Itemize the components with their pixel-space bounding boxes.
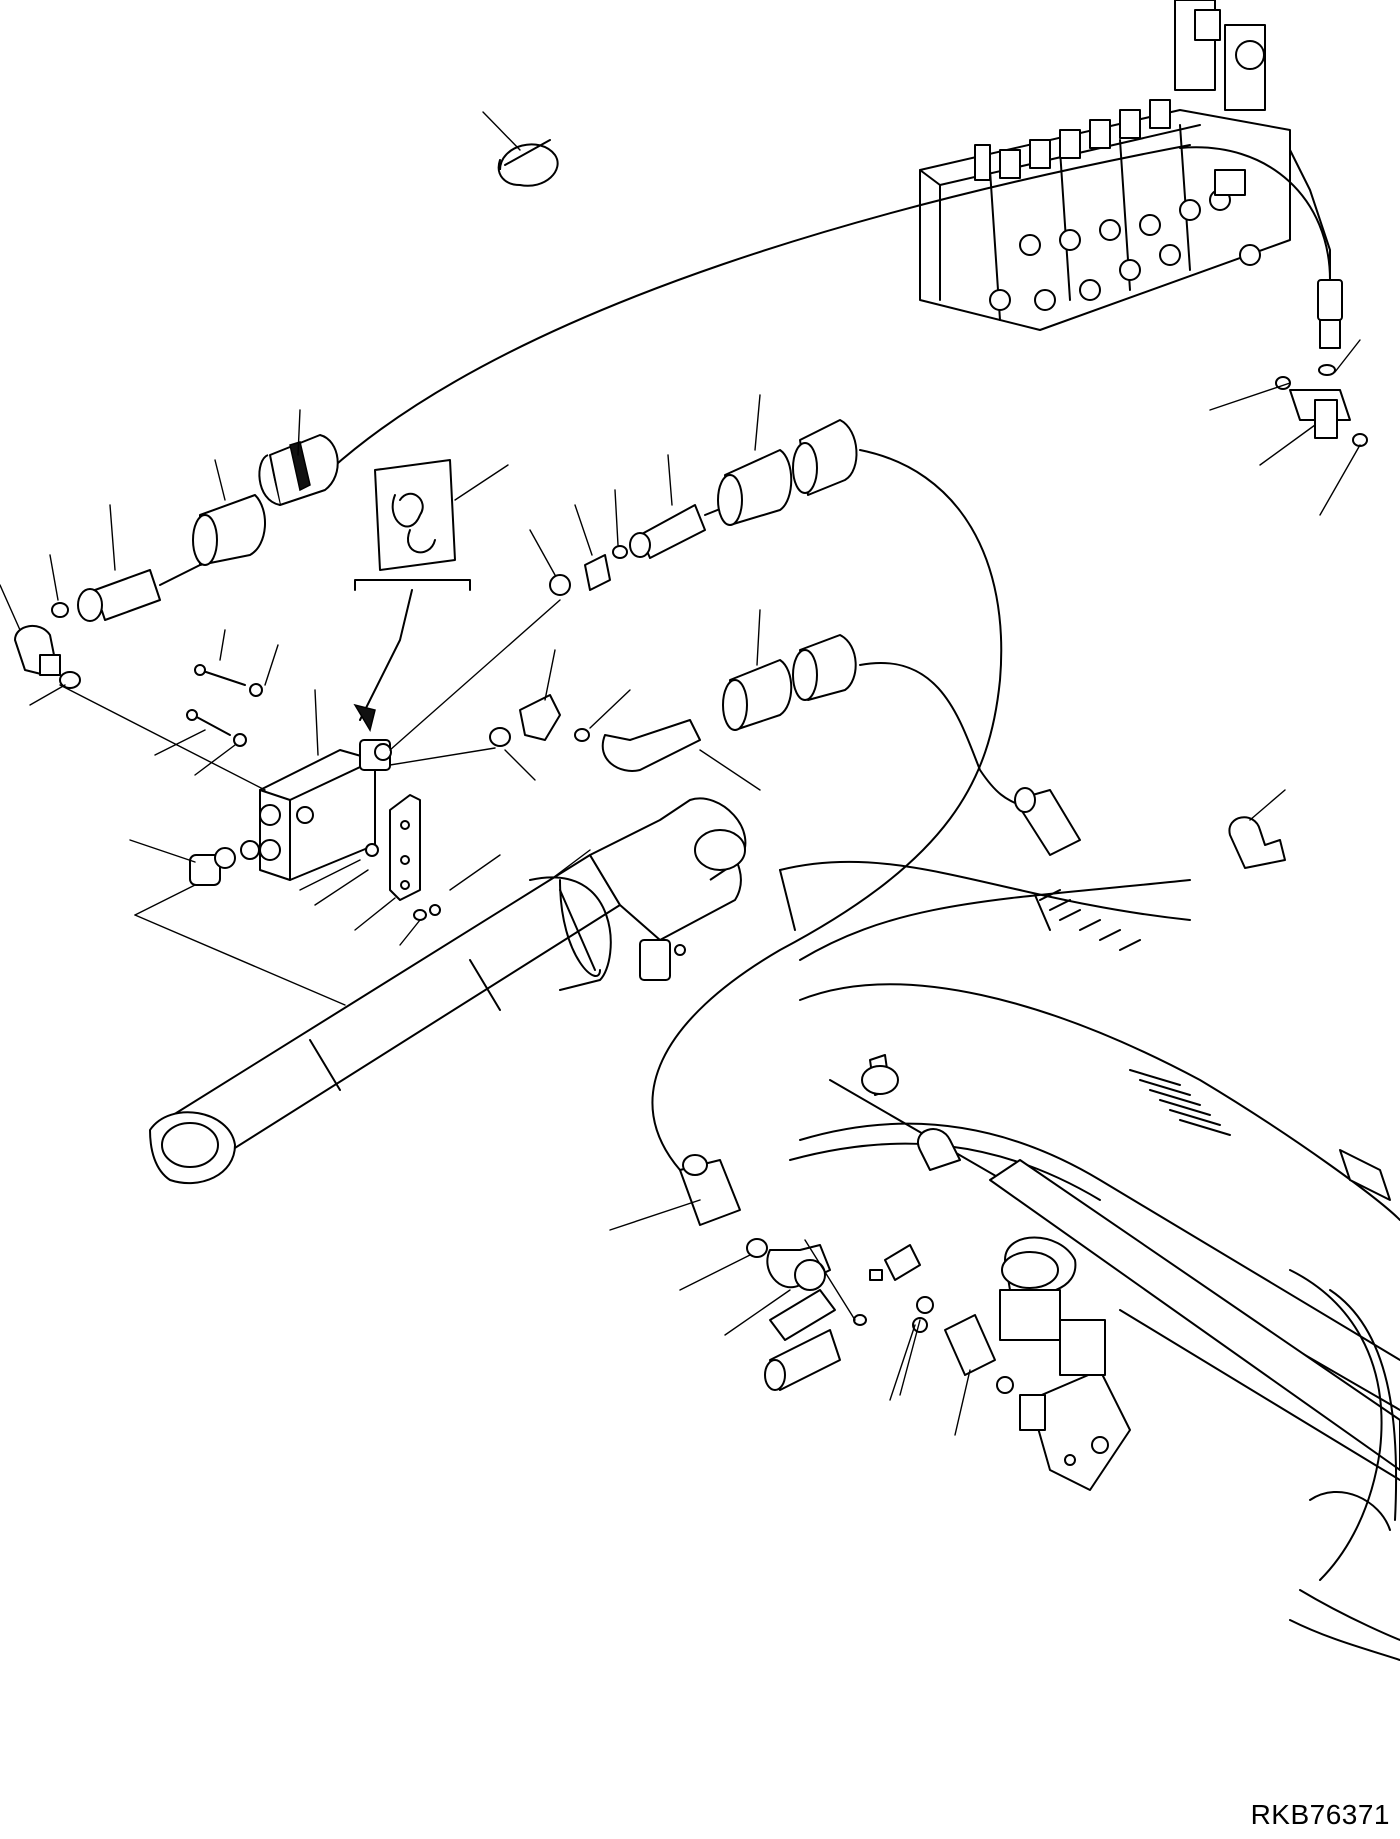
lower-fittings	[610, 1155, 1130, 1490]
upper-center-hose	[530, 395, 1001, 1170]
lower-center-hose	[490, 610, 1080, 855]
pilot-hose-line	[330, 145, 1190, 470]
band-clamp-icon	[483, 112, 558, 186]
safety-valve-block	[60, 600, 560, 1005]
kit-bag-icon	[355, 460, 508, 730]
valve-right-fittings	[1210, 280, 1367, 515]
drawing-id: RKB76371	[1250, 1799, 1390, 1830]
p-clamp-icon	[1229, 790, 1285, 868]
boom-structure	[780, 862, 1400, 1660]
left-hose-assembly	[0, 410, 338, 705]
boom-cylinder	[150, 798, 745, 1183]
